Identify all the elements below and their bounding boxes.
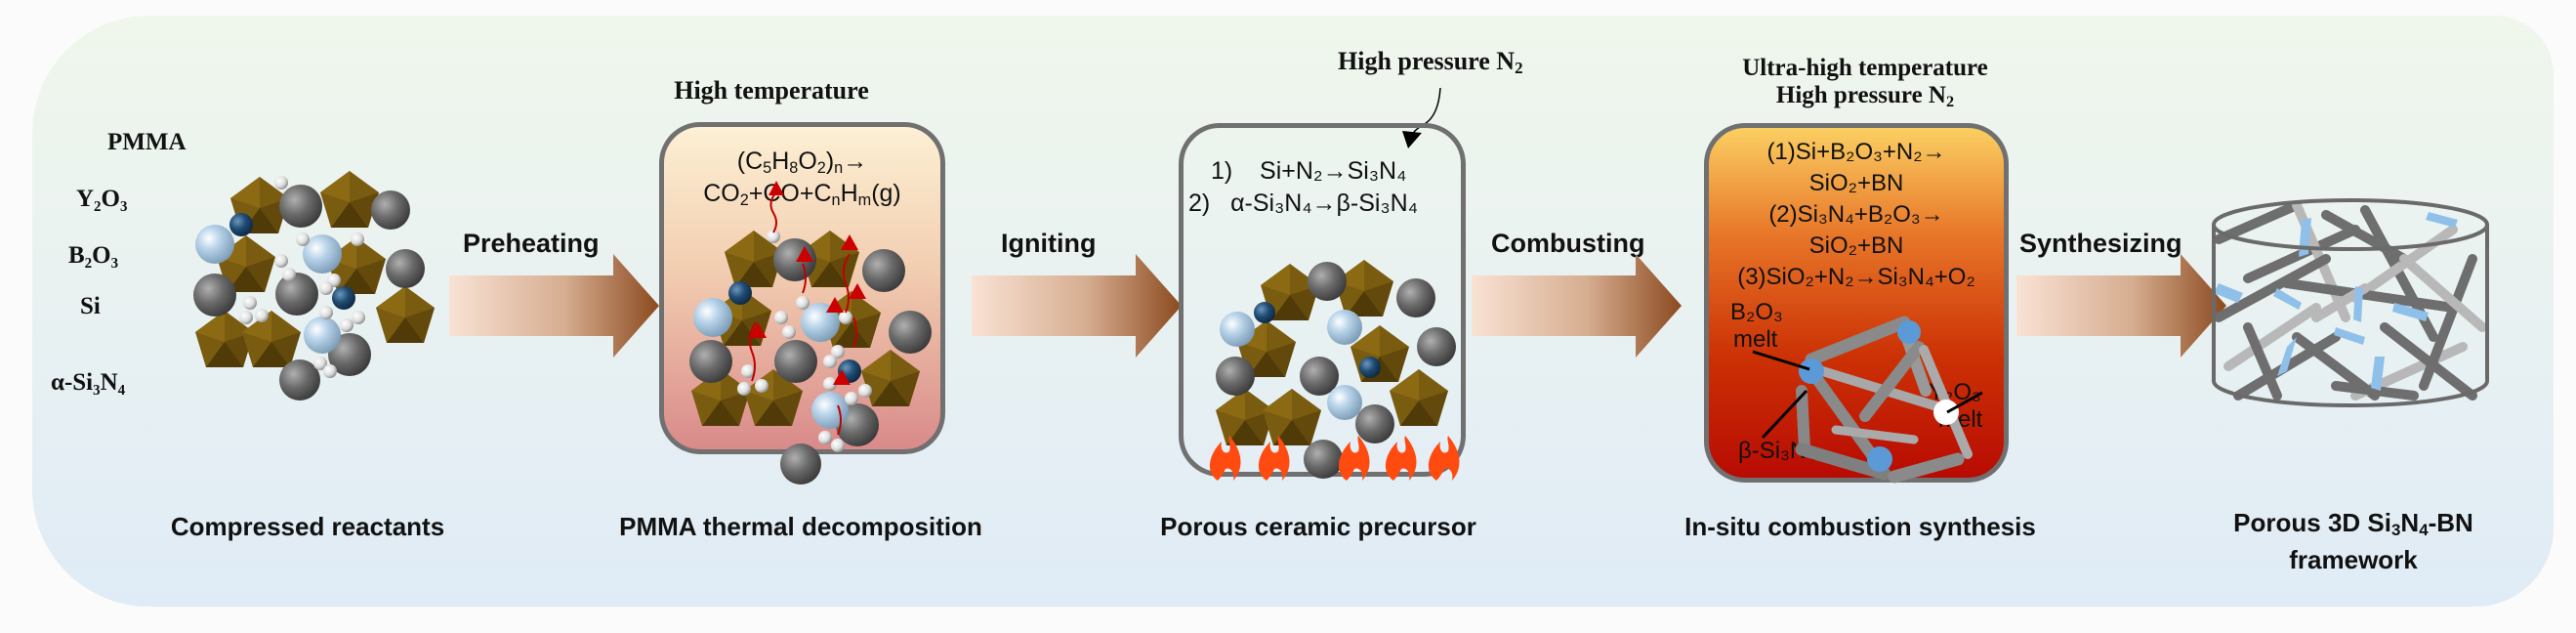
condition-high-temperature: High temperature <box>674 76 869 105</box>
arrow-right-icon <box>1472 254 1682 358</box>
pmma-decomposition-illustration <box>689 181 932 485</box>
bn-plate-icons <box>2214 212 2458 391</box>
porous-framework-cylinder-illustration <box>2212 198 2489 407</box>
arrow-label-igniting: Igniting <box>1001 229 1097 258</box>
equation-pmma-line1: (C5H8O2)n→ <box>736 148 868 178</box>
bn-melt-blobs <box>1799 320 1921 472</box>
caption-porous-precursor: Porous ceramic precursor <box>1160 512 1476 541</box>
arrow-right-icon <box>972 254 1182 358</box>
label-alpha-si3n4: α-Si₃N₄ <box>51 369 126 396</box>
label-y2o3: Y₂O₃ <box>76 186 128 212</box>
arrow-label-synthesizing: Synthesizing <box>2019 229 2182 258</box>
arrow-label-preheating: Preheating <box>463 229 600 258</box>
equation-combustion-1a: (1)Si+B₂O₃+N₂→ <box>1766 139 1946 165</box>
equation-combustion-2b: SiO₂+BN <box>1808 232 1904 259</box>
y2o3-melt-blob <box>1933 400 1959 425</box>
arrow-right-icon <box>449 254 659 358</box>
condition-high-pressure-n2: High pressure N2 <box>1775 82 1955 111</box>
annotation-b2o3: B₂O₃ <box>1730 299 1783 325</box>
reactant-cluster-illustration <box>193 171 435 401</box>
caption-compressed-reactants: Compressed reactants <box>170 512 445 541</box>
label-b2o3: B₂O₃ <box>68 242 119 269</box>
flame-icons <box>1209 436 1460 481</box>
equation-combustion-3: (3)SiO₂+N₂→Si₃N₄+O₂ <box>1737 264 1975 290</box>
caption-combustion-synthesis: In-situ combustion synthesis <box>1684 512 2036 541</box>
equation-combustion-2a: (2)Si₃N₄+B₂O₃→ <box>1768 201 1944 228</box>
condition-high-pressure-n2: High pressure N2 <box>1338 47 1523 78</box>
caption-framework: Porous 3D Si3N4-BN framework <box>2233 508 2473 575</box>
equation-pmma-line2: CO2+CO+CnHm(g) <box>703 180 901 210</box>
arrow-right-icon <box>2016 254 2226 358</box>
caption-pmma-decomposition: PMMA thermal decomposition <box>619 512 982 541</box>
annotation-b2o3-melt: melt <box>1733 326 1778 353</box>
porous-precursor-illustration <box>1209 260 1460 481</box>
condition-ultra-high-temperature: Ultra-high temperature <box>1742 55 1988 81</box>
equation-precursor-2: 2) α-Si₃N₄→β-Si₃N₄ <box>1188 190 1418 217</box>
equation-combustion-1b: SiO₂+BN <box>1808 170 1904 196</box>
label-si: Si <box>80 293 101 319</box>
equation-precursor-1: 1) Si+N₂→Si₃N₄ <box>1211 157 1407 185</box>
rod-network-illustration <box>1752 316 1983 484</box>
arrow-label-combusting: Combusting <box>1491 229 1645 258</box>
gas-release-arrow-icon <box>769 181 784 195</box>
